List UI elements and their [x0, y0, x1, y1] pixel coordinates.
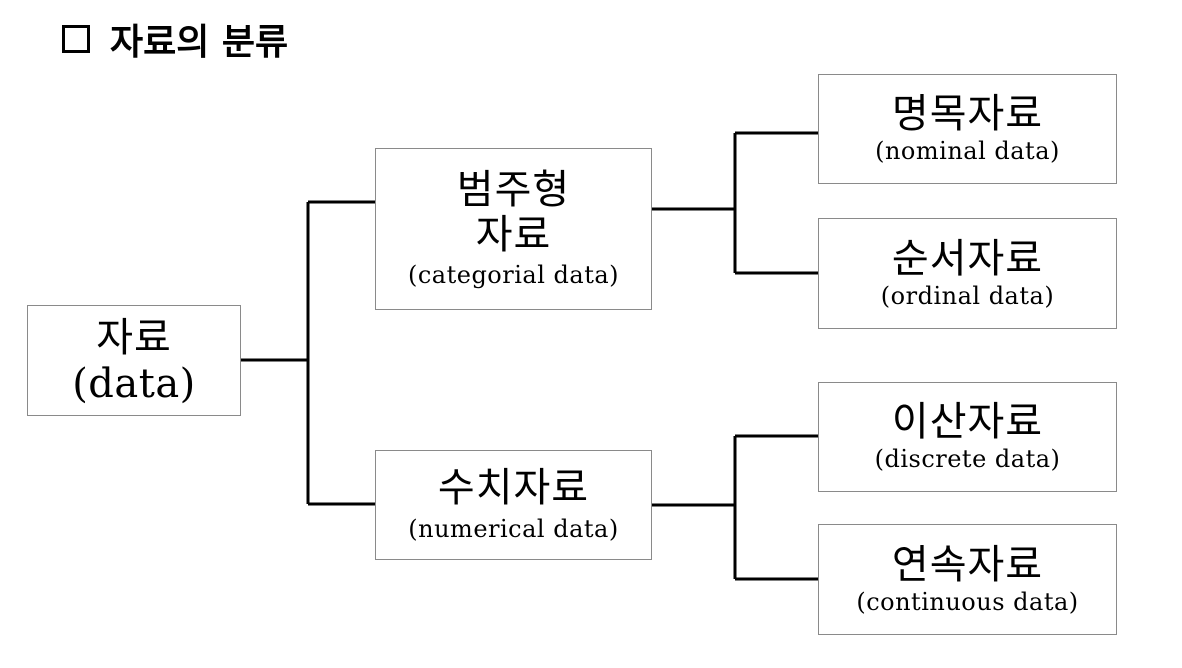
node-continuous-ko: 연속자료: [891, 541, 1044, 588]
page-title-text: 자료의 분류: [110, 22, 289, 63]
node-data-en: (data): [72, 360, 196, 407]
node-discrete-ko: 이산자료: [891, 399, 1044, 446]
node-ordinal: 순서자료 (ordinal data): [818, 218, 1117, 329]
node-numerical: 수치자료 (numerical data): [375, 450, 652, 560]
node-ordinal-en: (ordinal data): [880, 281, 1055, 310]
node-categorical: 범주형 자료 (categorial data): [375, 148, 652, 310]
node-numerical-ko: 수치자료: [437, 465, 590, 512]
node-categorical-en: (categorial data): [407, 261, 620, 290]
page-title: 자료의 분류: [62, 14, 288, 64]
node-categorical-ko-line2: 자료: [475, 211, 552, 258]
node-nominal-en: (nominal data): [875, 137, 1060, 165]
node-categorical-ko-line1: 범주형: [456, 166, 571, 213]
node-ordinal-ko: 순서자료: [891, 235, 1044, 282]
square-outline-icon: [62, 25, 90, 53]
node-continuous: 연속자료 (continuous data): [818, 524, 1117, 635]
node-discrete: 이산자료 (discrete data): [818, 382, 1117, 492]
node-nominal-ko: 명목자료: [891, 91, 1044, 138]
node-data-ko: 자료: [96, 314, 172, 361]
node-discrete-en: (discrete data): [874, 445, 1061, 473]
node-nominal: 명목자료 (nominal data): [818, 74, 1117, 184]
node-data: 자료 (data): [27, 305, 241, 416]
node-numerical-en: (numerical data): [408, 515, 619, 543]
node-continuous-en: (continuous data): [856, 587, 1079, 616]
